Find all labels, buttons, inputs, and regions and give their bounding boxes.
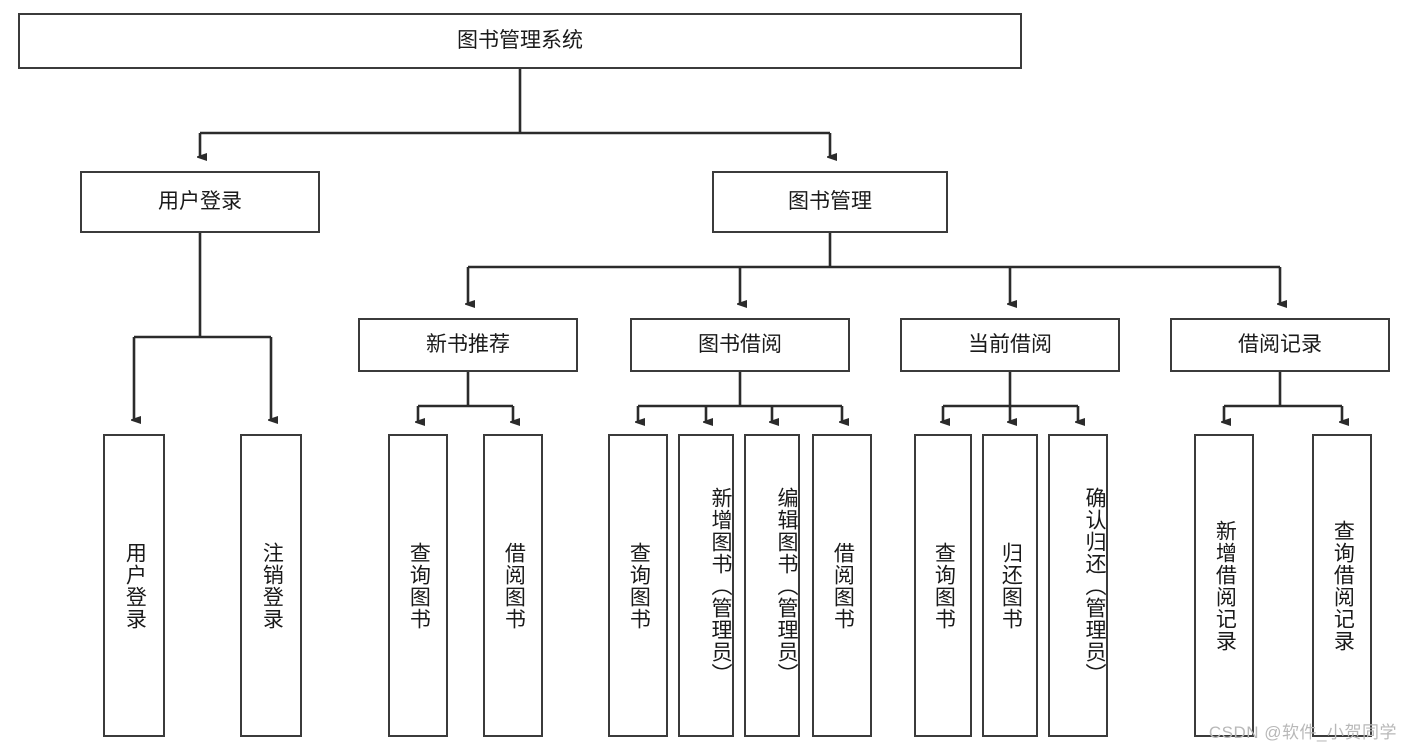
leaf-node[interactable]: 归还图书 [982,434,1038,737]
leaf-node[interactable]: 查询图书 [914,434,972,737]
node-book-management[interactable]: 图书管理 [712,171,948,233]
leaf-node[interactable]: 编辑图书（管理员） [744,434,800,737]
leaf-node[interactable]: 注销登录 [240,434,302,737]
csdn-watermark: CSDN @软件_小贺同学 [1208,723,1397,742]
leaf-node[interactable]: 确认归还（管理员） [1048,434,1108,737]
leaf-node[interactable]: 借阅图书 [812,434,872,737]
leaf-node[interactable]: 借阅图书 [483,434,543,737]
node-borrow-record[interactable]: 借阅记录 [1170,318,1390,372]
node-new-book-recommend[interactable]: 新书推荐 [358,318,578,372]
leaf-node[interactable]: 查询图书 [608,434,668,737]
node-current-borrow[interactable]: 当前借阅 [900,318,1120,372]
node-book-borrow[interactable]: 图书借阅 [630,318,850,372]
node-root-system[interactable]: 图书管理系统 [18,13,1022,69]
leaf-node[interactable]: 新增图书（管理员） [678,434,734,737]
leaf-node[interactable]: 查询图书 [388,434,448,737]
node-user-login[interactable]: 用户登录 [80,171,320,233]
leaf-node[interactable]: 用户登录 [103,434,165,737]
leaf-node[interactable]: 查询借阅记录 [1312,434,1372,737]
leaf-node[interactable]: 新增借阅记录 [1194,434,1254,737]
